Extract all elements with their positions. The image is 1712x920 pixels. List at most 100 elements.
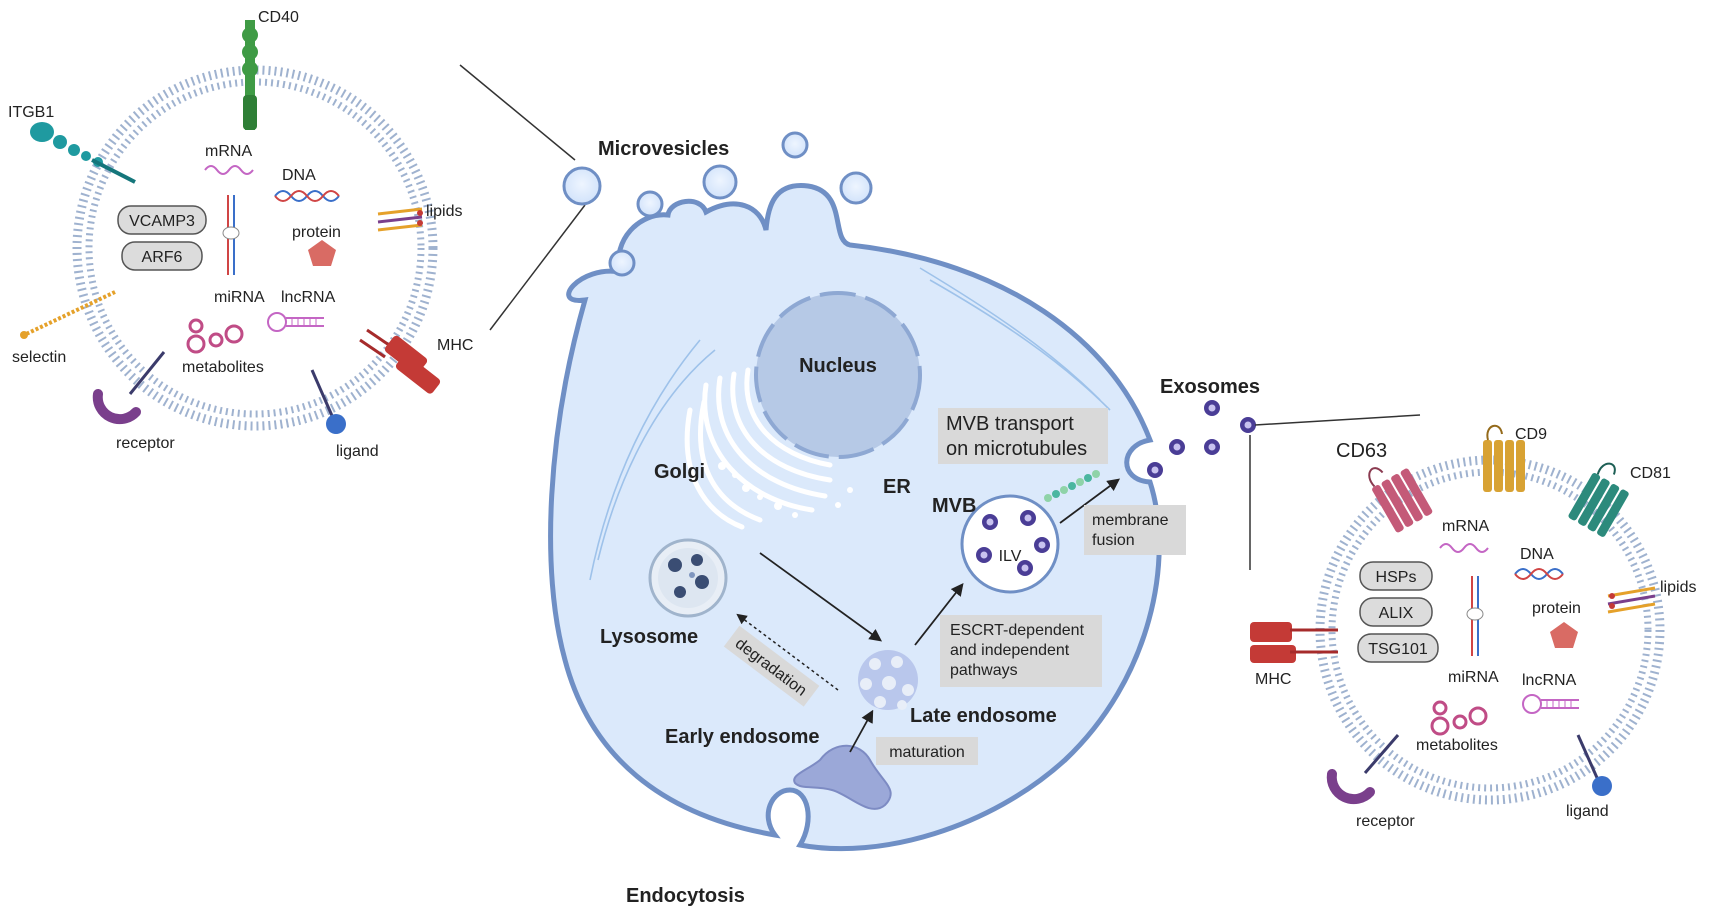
receptor-label: receptor — [116, 435, 175, 452]
degradation-arrow — [736, 613, 839, 691]
microtubules — [589, 267, 1111, 581]
mirna-label: miRNA — [214, 289, 265, 306]
exosome-mrna-icon — [1439, 543, 1489, 553]
vcamp3-box — [117, 205, 207, 235]
endocytosis-label: Endocytosis — [626, 885, 745, 907]
ligand-label: ligand — [336, 443, 379, 460]
mirna-icon — [222, 195, 240, 275]
mvb-transport-line-1: MVB transport — [946, 413, 1074, 435]
ilv-label: ILV — [999, 548, 1022, 565]
exosome-mhc-icon — [1250, 622, 1338, 663]
mrna-icon — [204, 165, 254, 175]
cd9-icon — [1483, 424, 1525, 492]
exosome-lncrna-icon — [1522, 694, 1579, 714]
er-label: ER — [883, 476, 911, 498]
golgi-label: Golgi — [654, 461, 705, 483]
nucleus — [754, 291, 922, 459]
maturation-label: maturation — [889, 744, 965, 761]
late-to-mvb-arrow — [914, 583, 964, 646]
cd63-label: CD63 — [1336, 440, 1387, 462]
exosome-receptor-icon — [1326, 734, 1400, 805]
zoom-line-top — [459, 64, 576, 161]
lncrna-icon — [267, 312, 324, 332]
exosomes-label: Exosomes — [1160, 376, 1260, 398]
hsps-label: HSPs — [1376, 569, 1417, 586]
vcamp3-label: VCAMP3 — [129, 213, 195, 230]
membrane-fusion-line-1: membrane — [1092, 512, 1169, 529]
protein-icon — [308, 240, 336, 266]
mhc-icon — [359, 328, 441, 394]
cd63-icon — [1368, 467, 1433, 533]
microvesicle-particles — [562, 131, 873, 277]
ligand-icon — [310, 369, 346, 434]
selectin-icon — [20, 290, 116, 339]
exosome-protein-label: protein — [1532, 600, 1581, 617]
late-endosome-icon — [858, 650, 918, 710]
mvb-to-membrane-arrow — [1059, 478, 1121, 524]
cd81-icon — [1568, 462, 1629, 537]
exosome-dna-icon — [1514, 568, 1564, 580]
maturation-arrow — [849, 709, 874, 753]
mrna-label: mRNA — [205, 143, 252, 160]
exosome-panel: CD63 CD9 CD81 mRNA DNA — [1249, 414, 1696, 830]
microtubule-chain-icon — [1044, 470, 1100, 502]
mvb-label: MVB — [932, 495, 976, 517]
membrane-fusion-line-2: fusion — [1092, 532, 1135, 549]
mvb-transport-box — [938, 408, 1108, 464]
metabolites-label: metabolites — [182, 359, 264, 376]
cell: Nucleus ER Golgi — [548, 131, 1260, 907]
itgb1-label: ITGB1 — [8, 104, 54, 121]
exosome-lipids-label: lipids — [1660, 579, 1696, 596]
golgi-to-late-endosome-arrow — [759, 552, 883, 642]
mvb-icon — [960, 494, 1060, 594]
itgb1-icon — [30, 122, 136, 184]
exosome-dna-label: DNA — [1520, 546, 1554, 563]
early-endosome-label: Early endosome — [665, 726, 820, 748]
cd40-icon — [242, 20, 258, 130]
arf6-label: ARF6 — [142, 249, 183, 266]
late-endosome-label: Late endosome — [910, 705, 1057, 727]
exosome-particles — [1147, 400, 1256, 478]
golgi-vesicles — [718, 462, 853, 518]
escrt-line-2: and independent — [950, 642, 1070, 659]
alix-box — [1359, 597, 1433, 627]
er-golgi-stacks — [684, 367, 833, 530]
lysosome-label: Lysosome — [600, 626, 698, 648]
cd40-label: CD40 — [258, 9, 299, 26]
nucleus-label: Nucleus — [799, 355, 877, 377]
protein-label: protein — [292, 224, 341, 241]
maturation-box — [876, 737, 978, 765]
exosome-mirna-icon — [1466, 576, 1484, 656]
mhc-label: MHC — [437, 337, 473, 354]
cd9-label: CD9 — [1515, 426, 1547, 443]
exosome-metabolites-icon — [1430, 700, 1488, 736]
alix-label: ALIX — [1379, 605, 1414, 622]
early-endosome-icon — [793, 744, 892, 810]
mvb-transport-line-2: on microtubules — [946, 438, 1087, 460]
cd81-label: CD81 — [1630, 465, 1671, 482]
metabolites-icon — [186, 318, 244, 354]
microvesicle-panel: CD40 ITGB1 mRNA DNA lipids — [8, 9, 586, 460]
exosome-mirna-label: miRNA — [1448, 669, 1499, 686]
exosome-mrna-label: mRNA — [1442, 518, 1489, 535]
membrane-fusion-box — [1084, 505, 1186, 555]
microvesicles-label: Microvesicles — [598, 138, 729, 160]
lncrna-label: lncRNA — [281, 289, 336, 306]
escrt-box — [940, 615, 1102, 687]
exosome-protein-icon — [1550, 622, 1578, 648]
exosome-mhc-label: MHC — [1255, 671, 1291, 688]
arf6-box — [121, 241, 203, 271]
exosome-lncrna-label: lncRNA — [1522, 672, 1577, 689]
exosome-zoom-line-top — [1254, 414, 1421, 426]
exosome-ligand-icon — [1576, 734, 1612, 796]
dna-icon — [274, 190, 340, 202]
escrt-line-3: pathways — [950, 662, 1018, 679]
zoom-line-bottom — [489, 204, 586, 331]
lipids-label: lipids — [426, 203, 462, 220]
receptor-icon — [92, 351, 166, 425]
escrt-line-1: ESCRT-dependent — [950, 622, 1085, 639]
tsg101-box — [1357, 633, 1439, 663]
selectin-label: selectin — [12, 349, 66, 366]
